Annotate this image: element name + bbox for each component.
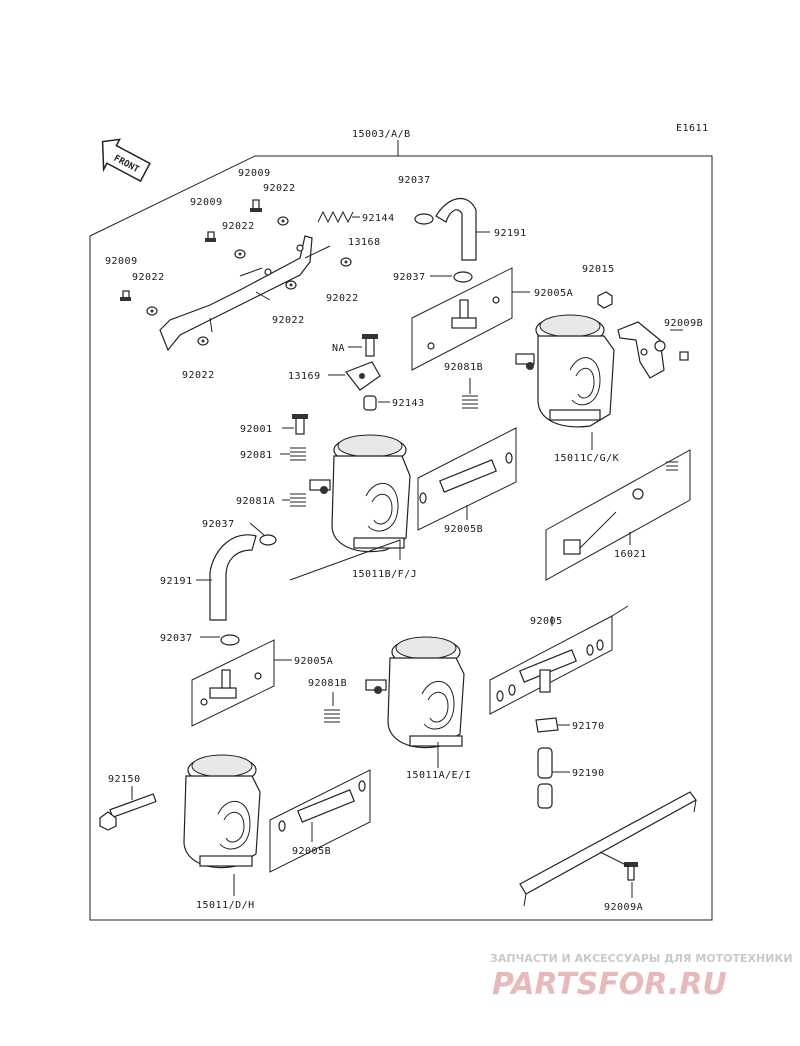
watermark-brand: PARTSFOR.RU [492,967,727,1002]
joint-pipe-box-right [489,605,629,715]
collar-icon [363,395,377,411]
nut-icon [597,291,613,309]
part-label: 92009 [238,168,271,179]
washer-icon [197,336,209,346]
part-label: 92022 [182,370,215,381]
part-label: 92037 [398,175,431,186]
part-label: 92143 [392,398,425,409]
carburetor-b [309,434,411,553]
throttle-bracket [617,321,666,379]
part-label: 13169 [288,371,321,382]
part-label: 92022 [132,272,165,283]
hose-icon [414,198,477,261]
part-label: 92005B [292,846,331,857]
spring-icon [290,493,306,507]
carburetor-d [183,754,261,869]
clamp-icon [259,534,277,546]
joint-pipe-icon [519,649,577,693]
t-fitting-icon [451,299,477,329]
front-arrow-icon: FRONT [101,138,151,183]
choke-kit-box [545,449,691,581]
mounting-rail [519,791,697,907]
t-fitting-icon [209,669,237,699]
spring-icon [317,210,354,224]
part-label: 92191 [160,576,193,587]
assembly-frame [89,140,713,921]
screw-icon [205,231,216,242]
part-label: 92022 [222,221,255,232]
screw-icon [362,334,378,357]
clip-icon [535,717,559,733]
tube-icon [537,747,553,809]
diagram-code: E1611 [676,123,709,134]
watermark-tagline: ЗАПЧАСТИ И АКСЕССУАРЫ ДЛЯ МОТОТЕХНИКИ [490,952,793,965]
joint-pipe-icon [297,789,355,823]
choke-holder [345,361,381,391]
screw-icon [120,290,131,301]
part-label: 15011/D/H [196,900,255,911]
fitting-kit-box [411,267,530,371]
spring-icon [462,395,478,409]
part-label: 92081B [308,678,347,689]
part-label: 92009B [664,318,703,329]
part-label: 92037 [160,633,193,644]
assembly-label: 15003/A/B [352,129,411,140]
part-label: 92190 [572,768,605,779]
washer-icon [234,249,246,259]
part-label: 92001 [240,424,273,435]
part-label: 16021 [614,549,647,560]
part-label: 15011C/G/K [554,453,619,464]
joint-pipe-box-upper [417,427,517,531]
clamp-icon [220,634,240,646]
part-label: 92005 [530,616,563,627]
part-label: 92037 [393,272,426,283]
part-label: 92009 [105,256,138,267]
screw-icon [679,351,689,361]
part-label: 92191 [494,228,527,239]
carburetor-a [365,636,465,749]
joint-pipe-box-lower [269,769,371,873]
part-label: 92037 [202,519,235,530]
screw-icon [250,199,262,212]
joint-pipe-icon [439,459,497,493]
part-label: 92022 [326,293,359,304]
washer-icon [340,257,352,267]
fitting-kit-box [191,639,292,727]
carburetor-c [515,314,615,428]
part-label: 15011A/E/I [406,770,471,781]
screw-icon [292,414,308,435]
spring-icon [290,447,306,461]
mounting-bracket [159,235,331,352]
part-label: 92022 [272,315,305,326]
hose-icon [209,534,257,621]
part-label: 92170 [572,721,605,732]
clamp-icon [453,271,473,283]
part-label: 13168 [348,237,381,248]
part-label: 92005A [294,656,333,667]
part-label: 92150 [108,774,141,785]
part-label: 92081 [240,450,273,461]
washer-icon [285,280,297,290]
spring-icon [666,461,678,471]
part-label: 15011B/F/J [352,569,417,580]
part-label: 92015 [582,264,615,275]
plunger-icon [563,511,617,555]
bolt-icon [99,793,157,831]
spring-icon [324,709,340,723]
screw-icon [624,862,638,881]
part-label: 92005B [444,524,483,535]
part-label: 92081B [444,362,483,373]
part-label: 92144 [362,213,395,224]
part-label: 92009 [190,197,223,208]
part-labels: 92009 92022 92144 92009 92022 13168 9200… [105,168,703,913]
part-label: 92005A [534,288,573,299]
washer-icon [146,306,158,316]
part-label: 92022 [263,183,296,194]
part-label: 92009A [604,902,643,913]
washer-icon [277,216,289,226]
part-label: NA [332,343,345,354]
part-label: 92081A [236,496,275,507]
